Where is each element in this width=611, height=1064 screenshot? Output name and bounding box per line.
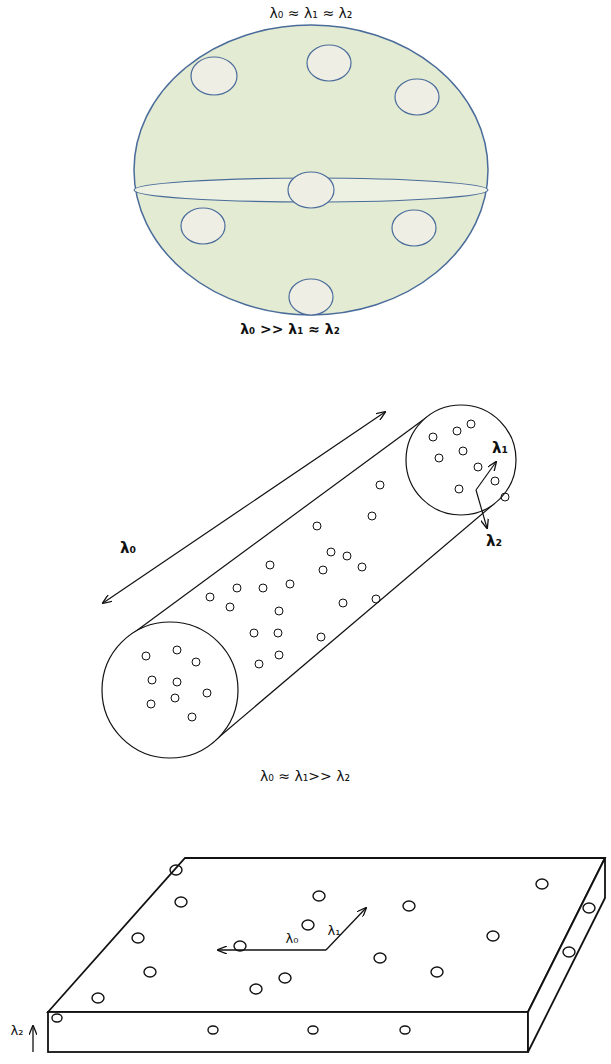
dimension-label: λ₂ bbox=[11, 1024, 24, 1038]
dimension-label: λ₂ bbox=[486, 533, 502, 550]
dimension-label: λ₀ bbox=[120, 540, 136, 557]
heading-relation: λ₀ >> λ₁ ≈ λ₂ bbox=[240, 322, 340, 337]
heading-relation: λ₀ ≈ λ₁ ≈ λ₂ bbox=[270, 6, 353, 21]
dimension-label: λ₁ bbox=[328, 924, 341, 938]
dimension-label: λ₁ bbox=[492, 440, 508, 457]
heading-relation: λ₀ ≈ λ₁>> λ₂ bbox=[260, 769, 350, 784]
cylinder-figure bbox=[102, 405, 516, 758]
slab-figure bbox=[33, 858, 605, 1052]
dimension-label: λ₀ bbox=[286, 932, 299, 946]
sphere-figure bbox=[134, 25, 488, 315]
